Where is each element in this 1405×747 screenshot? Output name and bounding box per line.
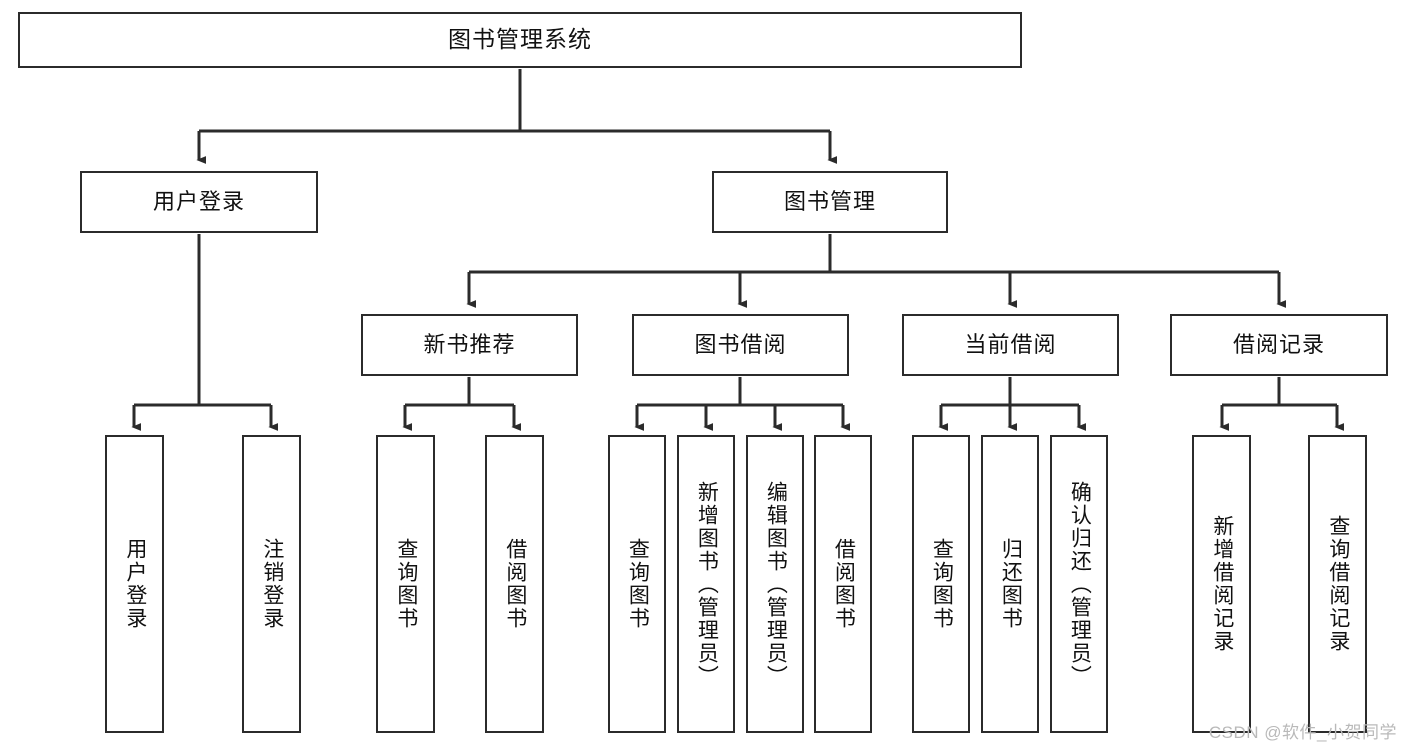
node-label: 当前借阅	[964, 331, 1057, 357]
node-new-book-recommend[interactable]: 新书推荐	[361, 314, 578, 376]
node-label: 查询图书	[626, 538, 650, 630]
leaf-borrow-edit-book-admin[interactable]: 编辑图书（管理员）	[746, 435, 804, 733]
leaf-record-query-record[interactable]: 查询借阅记录	[1308, 435, 1367, 733]
node-label: 确认归还（管理员）	[1068, 480, 1092, 688]
node-book-management[interactable]: 图书管理	[712, 171, 948, 233]
node-label: 归还图书	[999, 538, 1023, 630]
leaf-recommend-borrow-book[interactable]: 借阅图书	[485, 435, 544, 733]
leaf-current-return-book[interactable]: 归还图书	[981, 435, 1039, 733]
node-book-borrow[interactable]: 图书借阅	[632, 314, 849, 376]
node-label: 查询图书	[394, 538, 418, 630]
node-label: 图书管理	[783, 188, 876, 214]
leaf-user-login-login[interactable]: 用户登录	[105, 435, 164, 733]
node-label: 注销登录	[260, 538, 284, 630]
node-label: 新增图书（管理员）	[695, 480, 719, 688]
node-label: 图书管理系统	[448, 26, 592, 53]
csdn-watermark: CSDN @软件_小贺同学	[1208, 723, 1397, 742]
node-label: 借阅图书	[503, 538, 527, 630]
node-root-book-management-system[interactable]: 图书管理系统	[18, 12, 1022, 68]
node-label: 借阅记录	[1232, 331, 1325, 357]
node-label: 查询图书	[930, 538, 954, 630]
node-label: 图书借阅	[694, 331, 787, 357]
leaf-user-login-logout[interactable]: 注销登录	[242, 435, 301, 733]
node-current-borrow[interactable]: 当前借阅	[902, 314, 1119, 376]
leaf-current-query-book[interactable]: 查询图书	[912, 435, 970, 733]
leaf-recommend-query-book[interactable]: 查询图书	[376, 435, 435, 733]
node-borrow-record[interactable]: 借阅记录	[1170, 314, 1388, 376]
node-label: 用户登录	[152, 188, 245, 214]
node-label: 编辑图书（管理员）	[764, 480, 788, 688]
node-label: 用户登录	[123, 538, 147, 630]
leaf-current-confirm-return-admin[interactable]: 确认归还（管理员）	[1050, 435, 1108, 733]
leaf-borrow-query-book[interactable]: 查询图书	[608, 435, 666, 733]
node-label: 查询借阅记录	[1326, 515, 1350, 653]
leaf-borrow-add-book-admin[interactable]: 新增图书（管理员）	[677, 435, 735, 733]
leaf-borrow-borrow-book[interactable]: 借阅图书	[814, 435, 872, 733]
node-user-login[interactable]: 用户登录	[80, 171, 318, 233]
node-label: 新书推荐	[423, 331, 516, 357]
leaf-record-add-record[interactable]: 新增借阅记录	[1192, 435, 1251, 733]
node-label: 新增借阅记录	[1210, 515, 1234, 653]
node-label: 借阅图书	[832, 538, 856, 630]
